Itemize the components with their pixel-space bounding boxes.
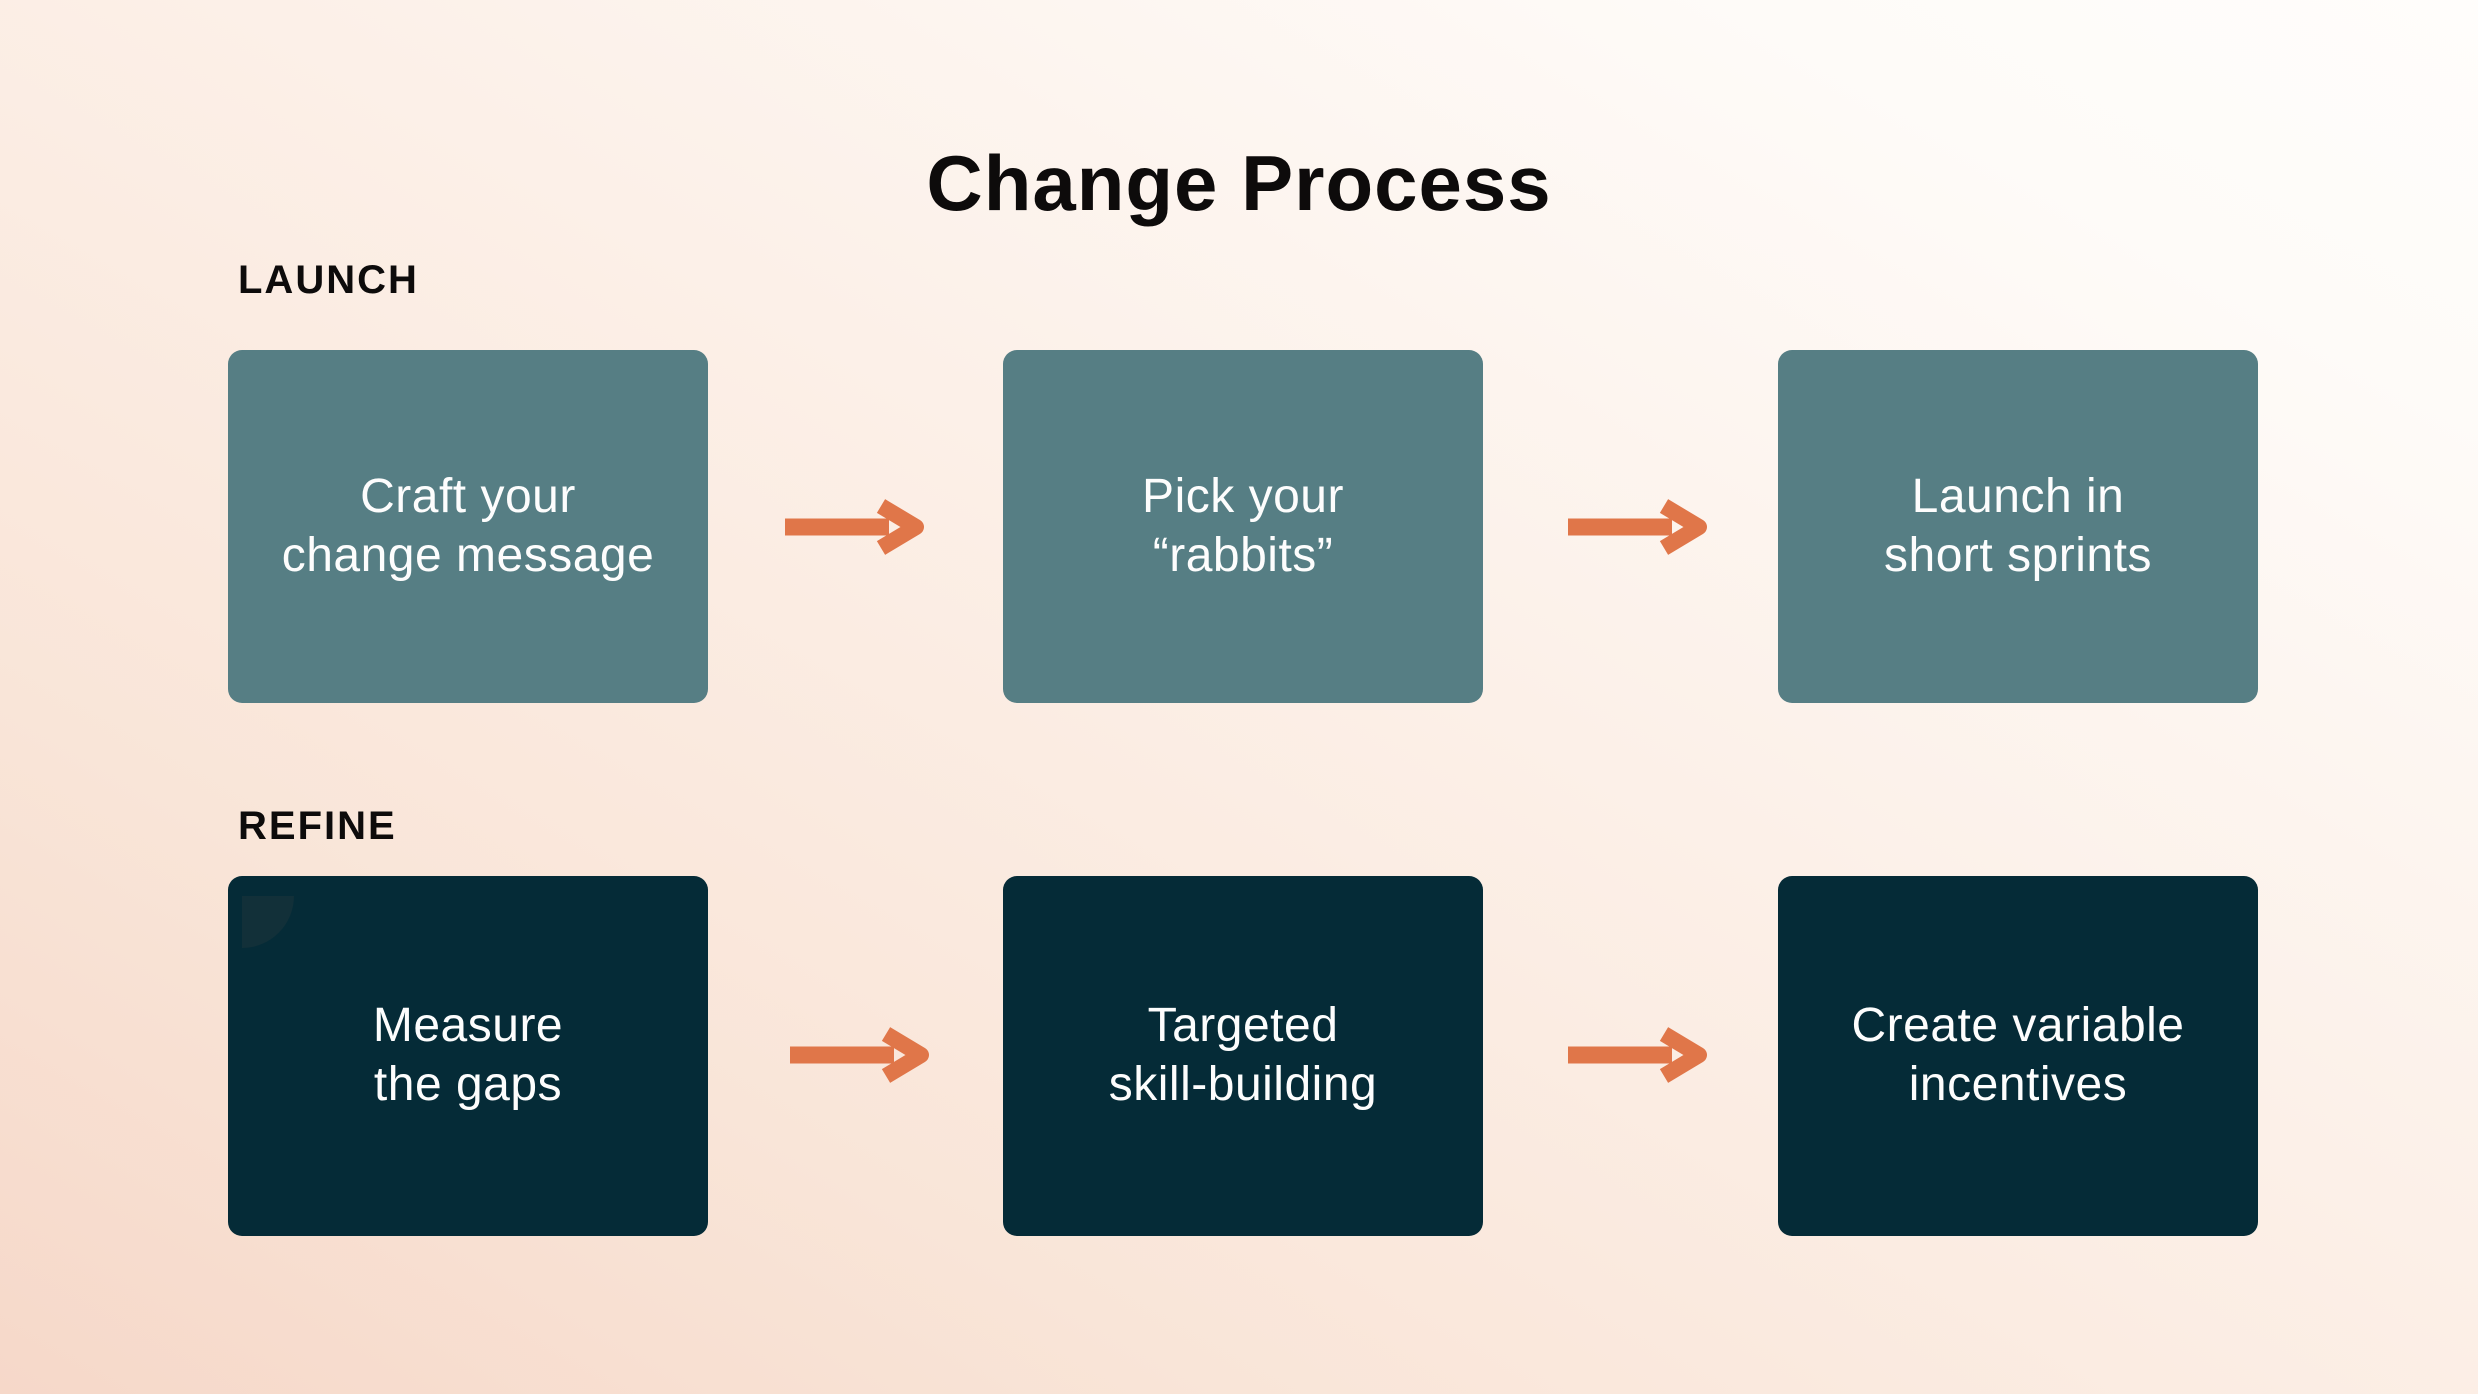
step-text: Create variable incentives — [1852, 997, 2185, 1114]
step-measure-the-gaps: Measure the gaps — [228, 876, 708, 1236]
step-text-line: Launch in — [1911, 469, 2125, 523]
step-pick-your-rabbits: Pick your “rabbits” — [1003, 350, 1483, 703]
step-text-line: skill-building — [1108, 1058, 1378, 1111]
section-label-launch: LAUNCH — [238, 258, 419, 302]
step-text-line: change message — [281, 528, 655, 582]
step-text: Launch in short sprints — [1884, 468, 2152, 585]
step-text-line: Measure — [372, 999, 564, 1053]
step-create-variable-incentives: Create variable incentives — [1778, 876, 2258, 1236]
step-launch-in-short-sprints: Launch in short sprints — [1778, 350, 2258, 703]
step-text-line: Targeted — [1147, 999, 1339, 1053]
arrow-right-icon — [790, 1027, 929, 1083]
step-craft-your-change-message: Craft your change message — [228, 350, 708, 703]
step-text-line: “rabbits” — [1152, 528, 1334, 582]
arrow-right-icon — [785, 499, 924, 555]
step-text: Targeted skill-building — [1109, 997, 1377, 1114]
step-text-line: short sprints — [1884, 528, 2152, 582]
page-title: Change Process — [926, 139, 1552, 227]
step-text-line: Create variable — [1851, 999, 2185, 1053]
step-text-line: Craft your — [360, 469, 576, 523]
step-text-line: the gaps — [373, 1058, 563, 1111]
step-targeted-skill-building: Targeted skill-building — [1003, 876, 1483, 1236]
arrow-right-icon — [1568, 1027, 1707, 1083]
step-text-line: Pick your — [1142, 469, 1344, 523]
arrow-right-icon — [1568, 499, 1707, 555]
step-text: Pick your “rabbits” — [1142, 468, 1344, 585]
step-text: Measure the gaps — [373, 997, 563, 1114]
step-text-line: incentives — [1908, 1058, 2128, 1111]
step-text: Craft your change message — [282, 468, 655, 585]
corner-decoration — [242, 896, 294, 948]
section-label-refine: REFINE — [238, 804, 397, 848]
